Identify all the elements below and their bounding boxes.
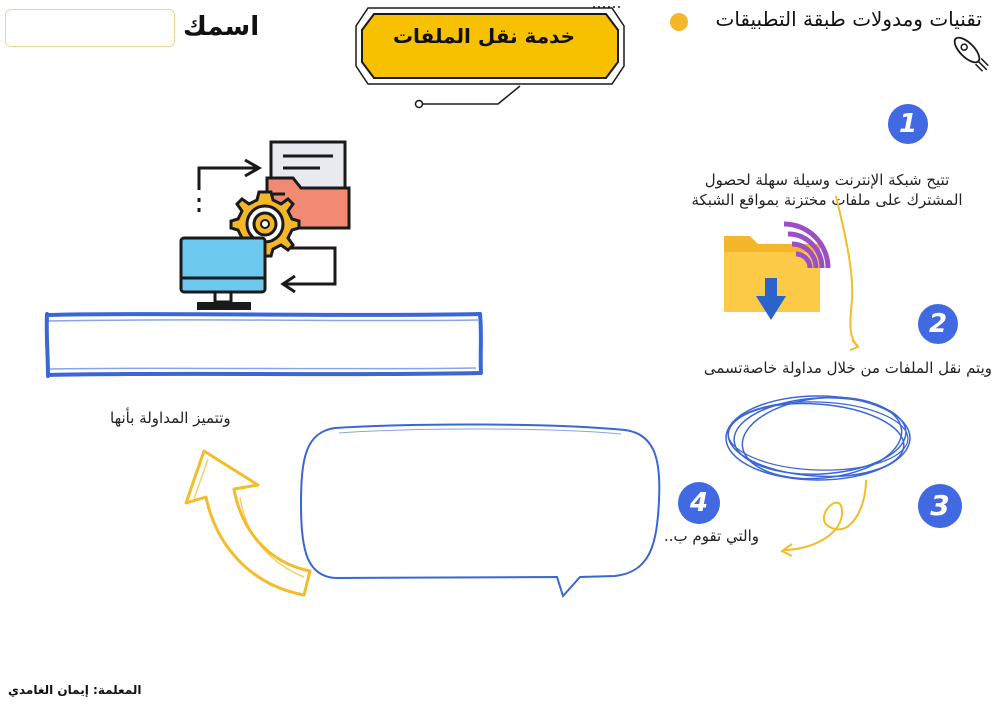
step-1-line-1: تتيح شبكة الإنترنت وسيلة سهلة لحصول: [704, 171, 950, 189]
name-input[interactable]: [5, 9, 175, 47]
lesson-title: خدمة نقل الملفات: [392, 24, 576, 48]
teacher-credit: المعلمة: إيمان الغامدي: [8, 683, 142, 697]
connector-lines: [780, 195, 867, 557]
step-3-number: 3: [930, 489, 950, 522]
file-transfer-icon: [179, 140, 351, 310]
arrow-up-icon: [184, 449, 312, 597]
step-2-number: 2: [928, 309, 948, 339]
step-4-text: والتي تقوم ب..: [664, 527, 760, 545]
name-label: اسمك: [183, 12, 260, 42]
wifi-signal-icon: [783, 221, 831, 269]
step-1-badge: [888, 104, 928, 144]
subject-title: تقنيات ومدولات طبقة التطبيقات: [715, 7, 982, 31]
step-3-badge: [918, 484, 962, 528]
title-banner: [355, 6, 625, 109]
step-4-number: 4: [689, 488, 709, 518]
step-1-text: تتيح شبكة الإنترنت وسيلة سهلة لحصول المش…: [662, 170, 992, 210]
step-2-badge: [918, 304, 958, 344]
scribble-circle: [725, 395, 911, 481]
answer-rectangle: [44, 312, 483, 378]
monitor-icon: [179, 236, 267, 310]
answer-box[interactable]: [320, 440, 640, 560]
rocket-icon: [670, 13, 989, 72]
step-1-number: 1: [898, 109, 918, 139]
speech-bubble: [299, 423, 661, 598]
step-1-line-2: المشترك على ملفات مختزنة بمواقع الشبكة: [691, 191, 963, 209]
step-2-text: ويتم نقل الملفات من خلال مداولة خاصةتسمى: [703, 359, 992, 377]
feature-label: وتتميز المداولة بأنها: [110, 409, 231, 427]
step-4-badge: [678, 482, 720, 524]
